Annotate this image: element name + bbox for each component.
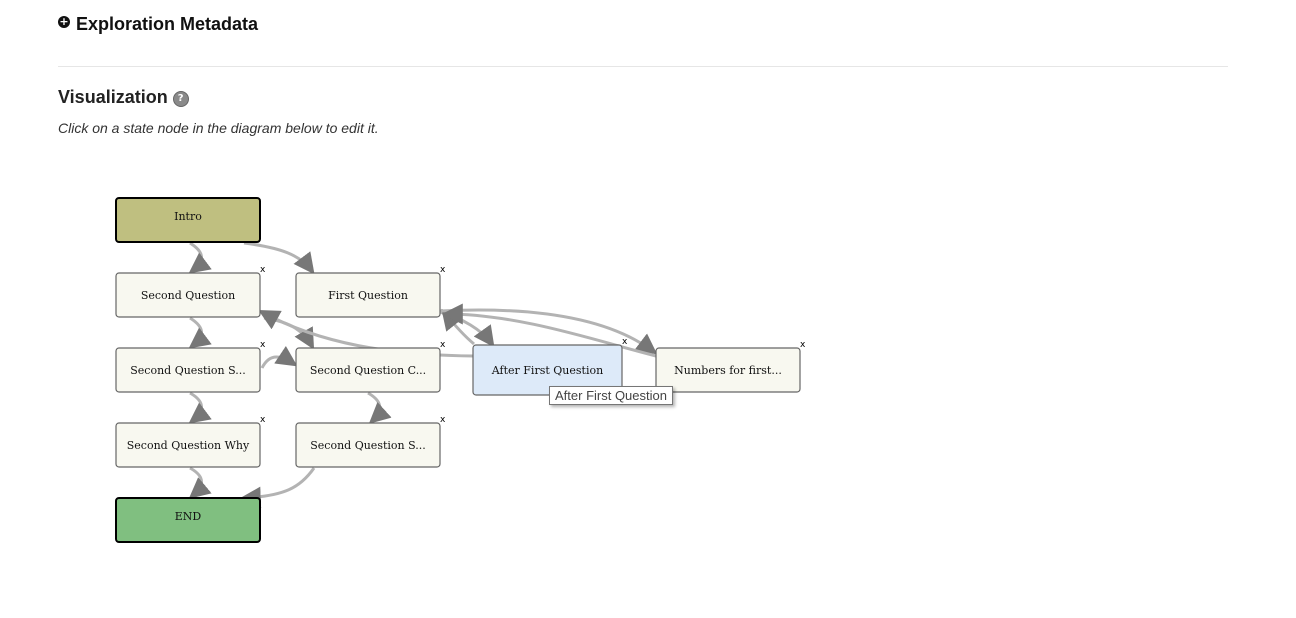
state-node-label: Second Question S... [130,364,245,377]
state-node-box [115,422,261,468]
edge-numbers-for-first-to-first-question [441,303,657,358]
node-tooltip: After First Question [549,386,673,405]
state-node-box [295,272,441,318]
state-node-label: Second Question C... [310,364,426,377]
state-node-box [115,272,261,318]
exploration-metadata-title: Exploration Metadata [76,14,259,34]
edge-second-question-to-second-question-s1 [188,316,212,349]
edge-second-question-s1-to-second-question-why [188,391,212,424]
state-node-label: After First Question [491,364,603,377]
state-node-box [295,422,441,468]
state-node-label: First Question [328,289,408,302]
state-node-label: Second Question [141,289,235,302]
exploration-metadata-toggle[interactable]: + Exploration Metadata [58,14,258,35]
state-node-box [115,197,261,243]
section-divider [58,66,1228,67]
edge-second-question-s1-to-second-question-c [260,345,298,369]
state-node-box [472,344,623,396]
state-node-second-question-s1[interactable]: Second Question S... [115,347,261,393]
state-node-numbers-for-first[interactable]: Numbers for first... [655,347,801,393]
delete-state-first-question-icon[interactable]: x [440,265,446,275]
edge-after-first-question-to-second-question [258,309,475,358]
edge-intro-to-second-question [188,241,212,274]
edge-intro-to-first-question [243,241,315,275]
state-node-box [115,497,261,543]
state-node-box [115,347,261,393]
state-node-label: Intro [174,210,202,223]
question-circle-icon[interactable]: ? [172,90,189,107]
state-node-after-first-question[interactable]: After First Question [472,344,623,396]
state-node-label: Numbers for first... [674,364,782,377]
delete-state-second-question-icon[interactable]: x [260,265,266,275]
state-node-first-question[interactable]: First Question [295,272,441,318]
state-node-label: Second Question S... [310,439,425,452]
state-node-box [655,347,801,393]
state-node-intro[interactable]: Intro [115,197,261,243]
delete-state-second-question-c-icon[interactable]: x [440,340,446,350]
state-node-second-question-c[interactable]: Second Question C... [295,347,441,393]
edge-second-question-c-to-second-question-s2 [367,391,392,424]
delete-state-second-question-s2-icon[interactable]: x [440,415,446,425]
edge-second-question-s2-to-end [239,467,316,508]
state-node-second-question-why[interactable]: Second Question Why [115,422,261,468]
visualization-heading: Visualization ? [58,87,189,108]
state-node-second-question[interactable]: Second Question [115,272,261,318]
visualization-subtitle: Click on a state node in the diagram bel… [58,120,379,136]
edge-second-question-why-to-end [188,466,212,499]
state-node-box [295,347,441,393]
state-node-label: Second Question Why [127,439,250,452]
edge-after-first-question-to-first-question [441,308,475,346]
delete-state-numbers-for-first-icon[interactable]: x [800,340,806,350]
delete-state-second-question-why-icon[interactable]: x [260,415,266,425]
delete-state-second-question-s1-icon[interactable]: x [260,340,266,350]
state-node-second-question-s2[interactable]: Second Question S... [295,422,441,468]
state-node-label: END [175,510,202,523]
edge-first-question-to-numbers-for-first [439,308,658,355]
delete-state-after-first-question-icon[interactable]: x [622,337,628,347]
plus-circle-icon: + [58,14,70,28]
state-node-end[interactable]: END [115,497,261,543]
visualization-title: Visualization [58,87,168,107]
